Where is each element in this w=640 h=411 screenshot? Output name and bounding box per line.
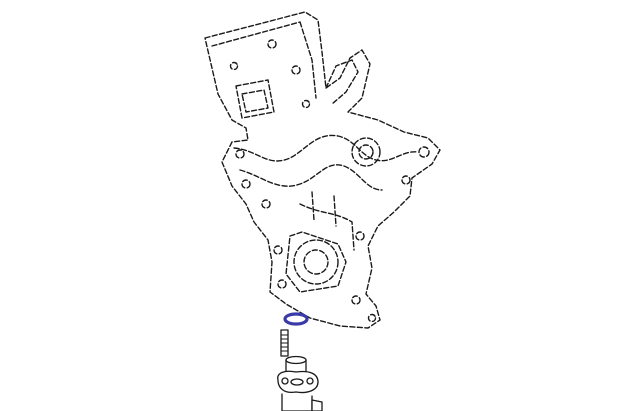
cover-crank-surround bbox=[285, 231, 347, 293]
cover-flange-inner bbox=[211, 21, 317, 99]
cover-center-rib bbox=[299, 203, 355, 251]
o-ring[interactable] bbox=[283, 312, 309, 326]
cover-outline bbox=[204, 11, 441, 329]
o-ring-shape[interactable] bbox=[283, 312, 309, 326]
cover-center-rib-2 bbox=[311, 191, 337, 227]
cover-bracket-arm bbox=[325, 59, 359, 105]
cover-lower-bolt-4 bbox=[351, 295, 361, 305]
cover-bolt-hole-2 bbox=[291, 65, 301, 75]
cover-middle-band-2 bbox=[239, 164, 383, 191]
cover-lower-bolt-2 bbox=[277, 279, 287, 289]
cover-bolt-hole-3 bbox=[229, 61, 239, 71]
timing-chain-cover bbox=[204, 11, 441, 329]
cover-right-boss-inner bbox=[358, 144, 374, 160]
cover-lower-bolt-3 bbox=[355, 231, 365, 241]
pipe-flange-hole-2 bbox=[306, 377, 314, 385]
cover-left-bolt-1 bbox=[235, 149, 245, 159]
water-inlet-pipe[interactable] bbox=[277, 355, 323, 411]
cover-right-boss-outer bbox=[351, 137, 381, 167]
cover-crank-boss-outer bbox=[293, 239, 339, 285]
pipe-neck-opening bbox=[285, 355, 307, 365]
pipe-side-outlet bbox=[311, 399, 323, 411]
cover-left-bolt-3 bbox=[261, 199, 271, 209]
cover-lower-bolt-1 bbox=[273, 245, 283, 255]
cover-middle-band bbox=[233, 134, 419, 162]
cover-upper-boss-inner bbox=[241, 89, 269, 113]
cover-upper-boss bbox=[235, 79, 275, 119]
cover-lower-bolt-5 bbox=[367, 313, 377, 323]
cover-bolt-hole-4 bbox=[301, 99, 311, 109]
cover-crank-boss-inner bbox=[303, 249, 329, 275]
stud-bolt[interactable] bbox=[280, 329, 289, 357]
pipe-flange-hole-1 bbox=[281, 377, 289, 385]
cover-right-bolt bbox=[418, 146, 430, 158]
pipe-flange-bore bbox=[290, 378, 304, 386]
cover-bolt-hole-1 bbox=[267, 39, 277, 49]
cover-right-bolt-2 bbox=[401, 175, 411, 185]
cover-left-bolt-2 bbox=[241, 179, 251, 189]
pipe-lower-body bbox=[281, 393, 313, 411]
